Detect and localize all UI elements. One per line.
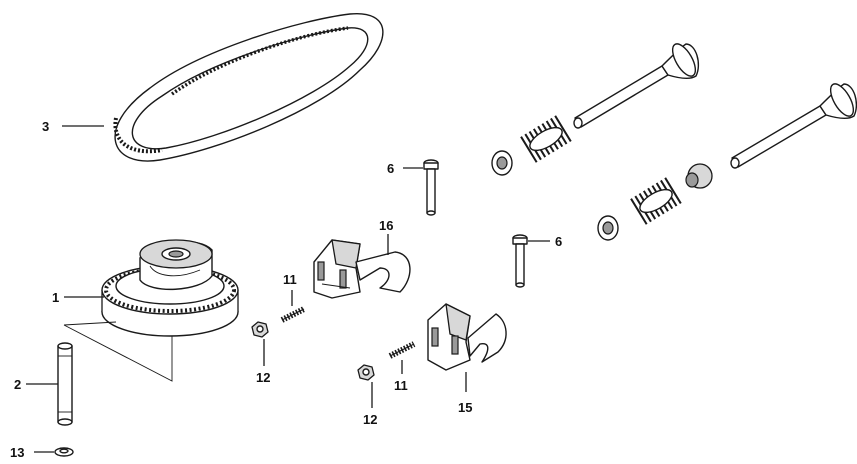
callout-nut-upper: 12 [256, 370, 270, 385]
callout-rocker-upper: 16 [379, 218, 393, 233]
callout-bolt-upper: 6 [387, 161, 394, 176]
callout-nut-lower: 12 [363, 412, 377, 427]
valve-retainer [685, 163, 713, 189]
callout-rocker-lower: 15 [458, 400, 472, 415]
callout-bolt-lower: 6 [555, 234, 562, 249]
valve-spring-upper-1 [520, 115, 572, 163]
callout-pulley: 1 [52, 290, 59, 305]
shaft-washer [54, 447, 74, 457]
callout-spring-upper: 11 [283, 272, 297, 287]
exhaust-valve-assembly [597, 83, 857, 241]
adjuster-nut-upper [251, 321, 269, 338]
callout-spring-lower: 11 [394, 378, 408, 393]
rocker-bolt-lower [512, 234, 528, 288]
intake-valve-assembly [491, 43, 700, 176]
timing-belt [113, 13, 384, 162]
callout-belt: 3 [42, 119, 49, 134]
rocker-bolt-upper [423, 159, 439, 216]
pulley-shaft [57, 342, 73, 426]
callout-shaft: 2 [14, 377, 21, 392]
adjuster-spring-upper [280, 306, 306, 323]
valve-spring-lower [630, 177, 682, 225]
rocker-arm-lower [427, 303, 507, 371]
rocker-arm-upper [313, 239, 411, 299]
callout-washer: 13 [10, 445, 24, 460]
timing-pulley [101, 239, 239, 337]
adjuster-nut-lower [357, 364, 375, 381]
adjuster-spring-lower [388, 341, 416, 359]
